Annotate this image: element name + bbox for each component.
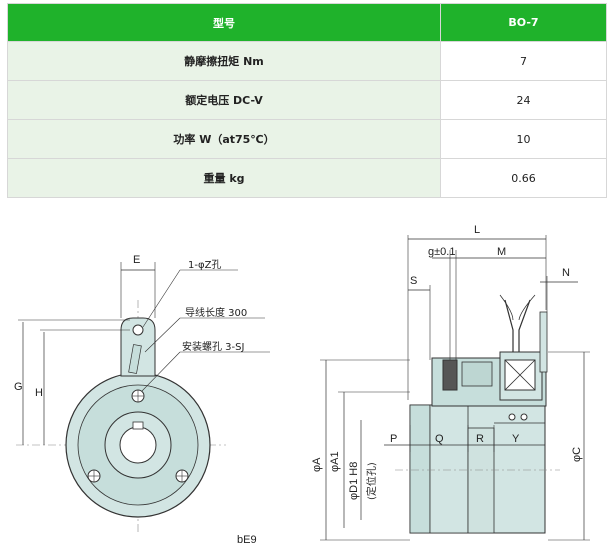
dim-r: R: [476, 433, 484, 445]
dim-a: φA: [311, 457, 323, 472]
dim-g-tol: g±0.1: [428, 246, 455, 258]
bore-hole: [119, 426, 157, 464]
mounting-hole: [87, 469, 101, 483]
model-value: BO-7: [440, 3, 607, 42]
drawing-code: bE9: [237, 534, 257, 546]
dim-y: Y: [512, 433, 520, 445]
mount-screw-label: 安装螺孔 3-SJ: [182, 340, 244, 353]
spec-row: 重量 kg 0.66: [7, 158, 607, 198]
front-view: E G H 1-φZ孔 导线长度 300 安装螺孔 3-SJ bE9: [14, 254, 270, 546]
mounting-hole: [175, 469, 189, 483]
spec-row: 功率 W（at75℃） 10: [7, 119, 607, 159]
spec-row-value: 7: [440, 41, 607, 81]
spec-header-row: 型号 BO-7: [7, 3, 607, 42]
hole-label: 1-φZ孔: [188, 259, 221, 271]
spec-row-value: 0.66: [440, 158, 607, 198]
keyway: [132, 421, 144, 430]
lead-length-label: 导线长度 300: [185, 306, 247, 319]
dim-n: N: [562, 267, 570, 279]
spec-row-label: 功率 W（at75℃）: [7, 119, 441, 159]
dim-d1: φD1 H8: [348, 462, 360, 500]
spec-row-label: 额定电压 DC-V: [7, 80, 441, 120]
dim-l: L: [474, 224, 480, 236]
side-view: L g±0.1 M S N P Q R Y φA φA1 φD1 H8 (定位孔…: [311, 224, 590, 541]
spec-row-value: 24: [440, 80, 607, 120]
dim-a1: φA1: [329, 451, 341, 472]
dim-c: φC: [571, 447, 583, 462]
dim-g: G: [14, 381, 23, 393]
mounting-hole: [131, 389, 145, 403]
z-hole: [132, 324, 144, 336]
spec-row-value: 10: [440, 119, 607, 159]
model-label: 型号: [7, 3, 441, 42]
dim-h: H: [35, 387, 43, 399]
dim-d1-note: (定位孔): [365, 462, 378, 500]
dim-e: E: [133, 254, 140, 266]
spec-row-label: 重量 kg: [7, 158, 441, 198]
dim-q: Q: [435, 433, 444, 445]
dim-s: S: [410, 275, 417, 287]
spec-table: 型号 BO-7 静摩擦扭矩 Nm 7 额定电压 DC-V 24 功率 W（at7…: [7, 3, 607, 198]
dim-p: P: [390, 433, 397, 445]
dim-m: M: [497, 246, 506, 258]
spec-row: 额定电压 DC-V 24: [7, 80, 607, 120]
